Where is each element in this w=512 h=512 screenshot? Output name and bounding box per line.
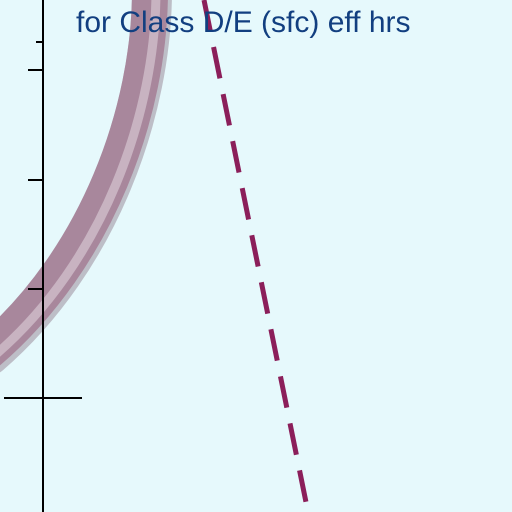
band-layer [0,0,172,373]
curved-band-highlight [0,0,161,357]
dashed-line [201,0,311,512]
curved-band [0,0,168,366]
line-layer [201,0,311,512]
chart-title: for Class D/E (sfc) eff hrs [76,6,411,39]
axis-layer [4,0,82,512]
